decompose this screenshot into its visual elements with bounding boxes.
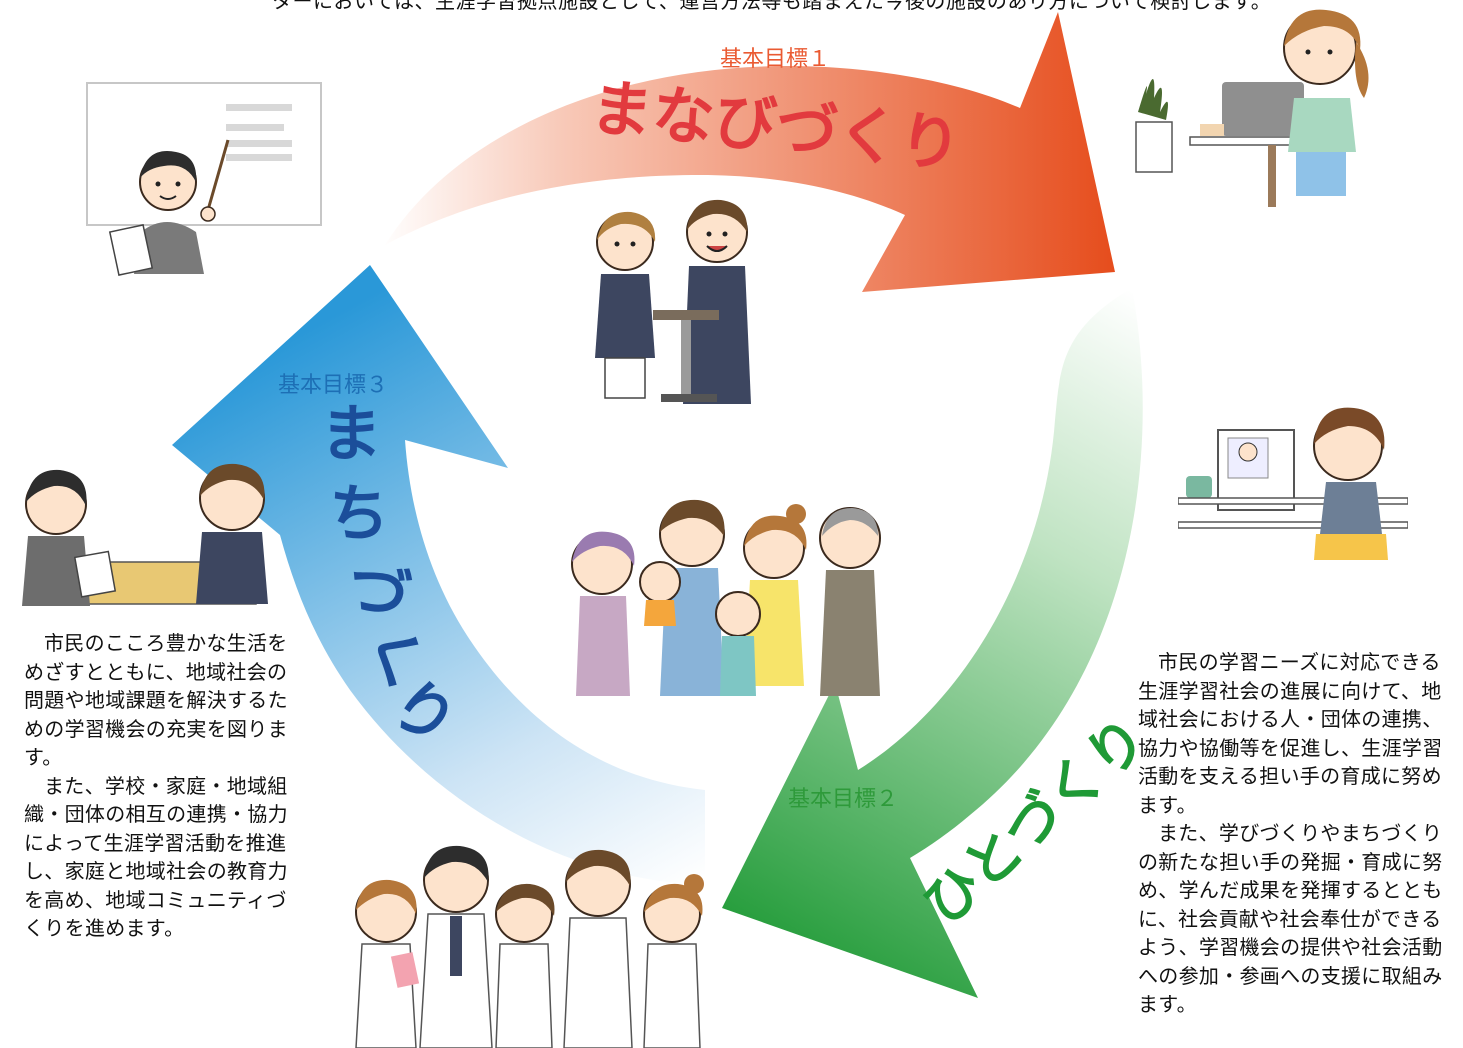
woman-laptop-illustration	[1135, 9, 1369, 207]
goal3-title-char: ち	[325, 475, 392, 552]
goal3-label: 基本目標３	[278, 373, 388, 398]
medical-staff-illustration	[355, 845, 704, 1048]
intro-text: ターにおいては、生涯学習拠点施設として、運営方法等も踏まえた今後の施設のあり方に…	[272, 0, 1272, 13]
goal3-arrow	[172, 265, 705, 885]
goal2-label: 基本目標２	[788, 787, 898, 812]
teacher-whiteboard-illustration	[86, 82, 322, 276]
goal3-description: 市民のこころ豊かな生活をめざすとともに、地域社会の問題や地域課題を解決するための…	[24, 629, 294, 943]
goal2-description-p2: また、学びづくりやまちづくりの新たな担い手の発掘・育成に努め、学んだ成果を発揮す…	[1138, 821, 1443, 1016]
woman-video-call-illustration	[1178, 407, 1408, 560]
family-illustration	[571, 499, 881, 696]
meeting-desk-illustration	[22, 463, 268, 606]
goal3-description-p1: 市民のこころ豊かな生活をめざすとともに、地域社会の問題や地域課題を解決するための…	[24, 631, 288, 769]
two-people-podium-illustration	[595, 199, 751, 404]
goal2-description-p1: 市民の学習ニーズに対応できる生涯学習社会の進展に向けて、地域社会における人・団体…	[1138, 650, 1443, 817]
goal3-description-p2: また、学校・家庭・地域組織・団体の相互の連携・協力によって生涯学習活動を推進し、…	[24, 773, 288, 941]
goal2-description: 市民の学習ニーズに対応できる生涯学習社会の進展に向けて、地域社会における人・団体…	[1138, 648, 1450, 1019]
goal3-title-char: ま	[320, 397, 382, 470]
goal1-arrow	[385, 12, 1115, 292]
goal1-label: 基本目標１	[720, 47, 830, 72]
goal2-arrow	[722, 288, 1143, 998]
